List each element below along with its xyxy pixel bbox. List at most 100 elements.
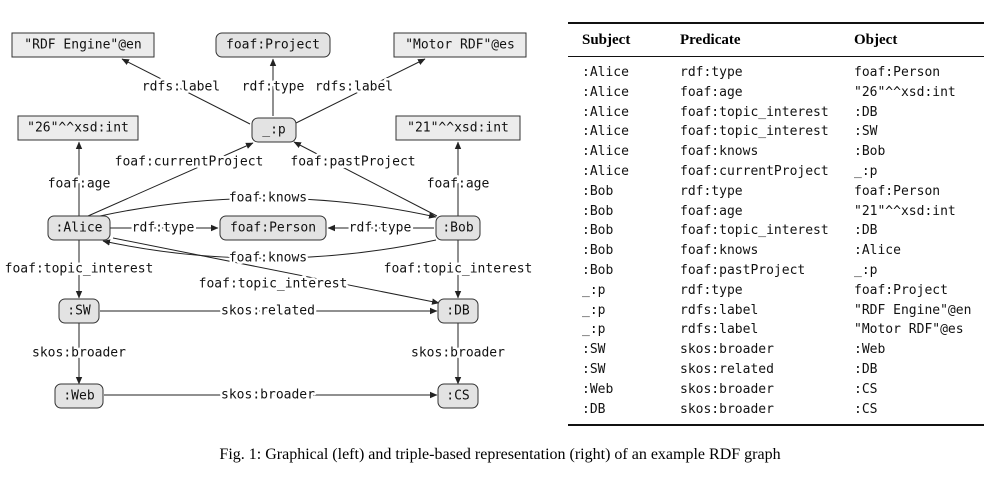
edge-p-label-es bbox=[293, 58, 426, 125]
cell-object: foaf:Person bbox=[854, 183, 941, 199]
node-age-21-literal: "21"^^xsd:int bbox=[395, 115, 521, 141]
node-age-26-literal: "26"^^xsd:int bbox=[17, 115, 139, 141]
svg-text:foaf:Project: foaf:Project bbox=[226, 38, 320, 53]
cell-predicate: foaf:pastProject bbox=[680, 262, 806, 278]
cell-subject: :DB bbox=[582, 401, 606, 417]
table-row: :SW skos:broader :Web bbox=[568, 340, 984, 360]
cell-predicate: skos:broader bbox=[680, 381, 774, 397]
cell-object: _:p bbox=[854, 262, 878, 278]
table-row: :Bob foaf:pastProject _:p bbox=[568, 261, 984, 281]
graph-nodes: "RDF Engine"@en foaf:Project "Motor RDF"… bbox=[11, 32, 527, 409]
cell-object: :SW bbox=[854, 124, 878, 140]
edge-alice-current-project bbox=[87, 142, 254, 217]
cell-predicate: foaf:topic_interest bbox=[680, 104, 829, 120]
cell-object: "Motor RDF"@es bbox=[854, 322, 964, 338]
rdf-graph-diagram: rdfs:label rdf:type rdfs:label foaf:curr… bbox=[2, 32, 535, 409]
cell-subject: :Bob bbox=[582, 203, 614, 219]
cell-subject: :Bob bbox=[582, 243, 614, 259]
cell-object: foaf:Project bbox=[854, 282, 948, 298]
node-alice: :Alice bbox=[47, 215, 111, 241]
svg-text::Web: :Web bbox=[63, 389, 94, 404]
edge-label-db-broader-cs: skos:broader bbox=[411, 346, 505, 361]
table-body: :Alice rdf:type foaf:Person :Alice foaf:age "… bbox=[568, 57, 984, 426]
table-row: :Bob rdf:type foaf:Person bbox=[568, 182, 984, 202]
node-blank-p: _:p bbox=[251, 117, 297, 143]
edge-bob-knows-alice bbox=[102, 239, 437, 259]
cell-predicate: foaf:age bbox=[680, 203, 743, 219]
svg-text::CS: :CS bbox=[446, 389, 469, 404]
cell-object: :CS bbox=[854, 401, 878, 417]
cell-object: :DB bbox=[854, 223, 878, 239]
table-row: :DB skos:broader :CS bbox=[568, 400, 984, 426]
cell-predicate: foaf:knows bbox=[680, 144, 759, 160]
table-row: :Bob foaf:age "21"^^xsd:int bbox=[568, 202, 984, 222]
cell-predicate: foaf:topic_interest bbox=[680, 223, 829, 239]
cell-subject: :Bob bbox=[582, 183, 614, 199]
cell-subject: :Web bbox=[582, 381, 614, 397]
cell-subject: :Alice bbox=[582, 84, 629, 100]
cell-predicate: skos:broader bbox=[680, 342, 774, 358]
cell-predicate: foaf:knows bbox=[680, 243, 759, 259]
node-motor-rdf-literal: "Motor RDF"@es bbox=[393, 32, 527, 58]
svg-text:"21"^^xsd:int: "21"^^xsd:int bbox=[407, 121, 509, 136]
cell-object: _:p bbox=[854, 163, 878, 179]
node-db: :DB bbox=[437, 298, 479, 324]
cell-predicate: skos:related bbox=[680, 361, 774, 377]
node-sw: :SW bbox=[58, 298, 100, 324]
cell-predicate: rdf:type bbox=[680, 65, 743, 80]
svg-text:"26"^^xsd:int: "26"^^xsd:int bbox=[27, 121, 129, 136]
svg-text::SW: :SW bbox=[67, 304, 91, 319]
edge-label-bob-type: rdf:type bbox=[349, 221, 412, 236]
cell-subject: :SW bbox=[582, 342, 606, 358]
svg-text::Bob: :Bob bbox=[442, 221, 473, 236]
cell-subject: :SW bbox=[582, 361, 606, 377]
edge-label-alice-interest-sw: foaf:topic_interest bbox=[5, 262, 154, 277]
edge-alice-interest-db bbox=[112, 237, 440, 305]
cell-subject: :Alice bbox=[582, 65, 629, 80]
svg-text::DB: :DB bbox=[446, 304, 470, 319]
edge-label-alice-age: foaf:age bbox=[48, 177, 111, 192]
table-header-row: Subject Predicate Object bbox=[568, 23, 984, 57]
cell-object: "21"^^xsd:int bbox=[854, 203, 956, 219]
svg-text:"Motor RDF"@es: "Motor RDF"@es bbox=[405, 38, 515, 53]
node-cs: :CS bbox=[437, 383, 479, 409]
edge-label-bob-age: foaf:age bbox=[427, 177, 490, 192]
node-foaf-person: foaf:Person bbox=[219, 215, 327, 241]
table-row: :Bob foaf:knows :Alice bbox=[568, 241, 984, 261]
cell-subject: :Alice bbox=[582, 124, 629, 140]
svg-text:"RDF Engine"@en: "RDF Engine"@en bbox=[24, 38, 141, 53]
edge-label-bob-interest-db: foaf:topic_interest bbox=[384, 262, 533, 277]
svg-text:_:p: _:p bbox=[262, 123, 286, 138]
edge-label-alice-knows-bob: foaf:knows bbox=[229, 191, 307, 206]
cell-predicate: rdfs:label bbox=[680, 302, 759, 318]
cell-subject: :Bob bbox=[582, 262, 614, 278]
header-predicate: Predicate bbox=[666, 23, 840, 57]
edge-label-p-type: rdf:type bbox=[242, 80, 305, 95]
cell-predicate: foaf:topic_interest bbox=[680, 124, 829, 140]
edge-labels: rdfs:label rdf:type rdfs:label foaf:curr… bbox=[2, 77, 535, 405]
cell-object: "26"^^xsd:int bbox=[854, 84, 956, 100]
cell-object: :Alice bbox=[854, 243, 901, 259]
svg-text::Alice: :Alice bbox=[56, 221, 103, 236]
cell-object: :DB bbox=[854, 104, 878, 120]
cell-subject: _:p bbox=[582, 282, 606, 298]
figure-caption: Fig. 1: Graphical (left) and triple-base… bbox=[219, 446, 781, 463]
cell-object: :DB bbox=[854, 361, 878, 377]
cell-predicate: skos:broader bbox=[680, 401, 774, 417]
node-foaf-project: foaf:Project bbox=[215, 32, 331, 58]
cell-predicate: rdf:type bbox=[680, 183, 743, 199]
edge-label-bob-past-project: foaf:pastProject bbox=[290, 155, 415, 170]
cell-object: :Bob bbox=[854, 144, 886, 160]
edge-bob-past-project bbox=[293, 141, 438, 217]
edge-label-web-broader-cs: skos:broader bbox=[221, 388, 315, 403]
table-row: :Alice foaf:topic_interest :SW bbox=[568, 122, 984, 142]
cell-object: :Web bbox=[854, 342, 886, 358]
node-bob: :Bob bbox=[435, 215, 481, 241]
